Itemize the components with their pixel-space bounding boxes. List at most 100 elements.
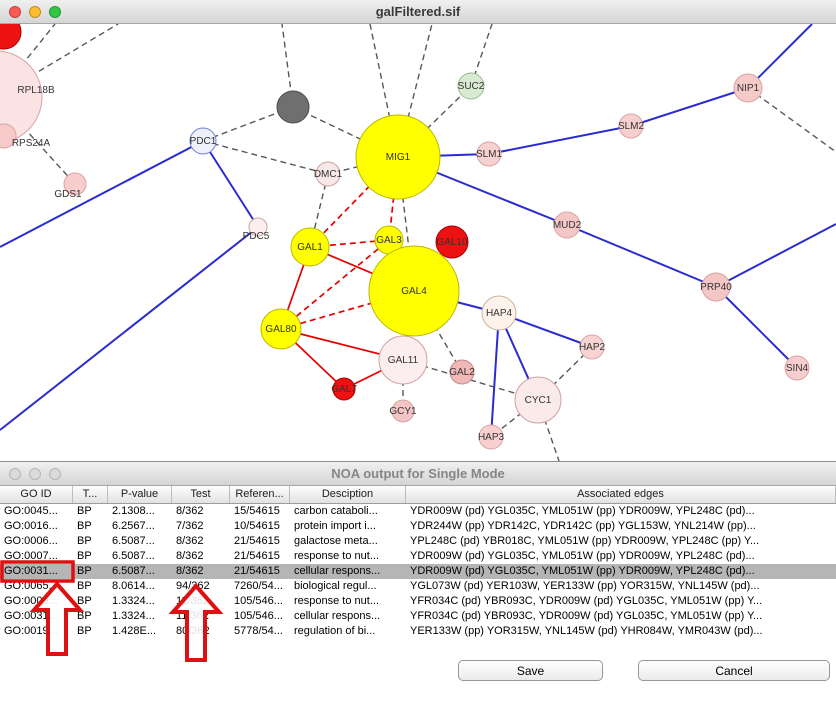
table-cell[interactable]: galactose meta... — [294, 535, 378, 547]
network-node-edge-red-node[interactable] — [0, 24, 22, 50]
table-cell[interactable]: BP — [77, 580, 92, 592]
table-cell[interactable]: YPL248C (pd) YBR018C, YML051W (pp) YDR00… — [410, 535, 760, 547]
table-cell[interactable]: 1.3324... — [112, 595, 155, 607]
zoom-button[interactable] — [49, 5, 61, 18]
network-edge[interactable] — [715, 286, 798, 369]
table-cell[interactable]: GO:0031... — [4, 610, 58, 622]
table-cell[interactable]: 6.5087... — [112, 565, 155, 577]
zoom-button[interactable] — [49, 467, 61, 480]
network-node-PRP40[interactable] — [701, 272, 731, 302]
table-cell[interactable]: GO:0065... — [4, 580, 58, 592]
table-cell[interactable]: cellular respons... — [294, 565, 381, 577]
network-node-DMC1[interactable] — [315, 161, 341, 187]
table-cell[interactable]: 1.3324... — [112, 610, 155, 622]
network-node-MUD2[interactable] — [553, 211, 581, 239]
network-edge[interactable] — [488, 125, 632, 155]
table-cell[interactable]: 7260/54... — [234, 580, 283, 592]
save-button[interactable]: Save — [458, 660, 603, 681]
network-node-GDS1[interactable] — [63, 172, 87, 196]
network-edge[interactable] — [280, 239, 390, 330]
minimize-button[interactable] — [29, 467, 41, 480]
network-node-MIG1[interactable] — [355, 114, 441, 200]
table-cell[interactable]: GO:0016... — [4, 520, 58, 532]
table-cell[interactable]: 10/54615 — [234, 520, 280, 532]
network-edge[interactable] — [566, 224, 717, 288]
table-cell[interactable]: protein import i... — [294, 520, 376, 532]
network-node-dark-node[interactable] — [276, 90, 310, 124]
network-window-titlebar[interactable]: galFiltered.sif — [0, 0, 836, 24]
network-node-GAL11[interactable] — [378, 335, 428, 385]
table-cell[interactable]: YDR009W (pd) YGL035C, YML051W (pp) YDR00… — [410, 550, 755, 562]
network-edge[interactable] — [202, 140, 259, 228]
network-edge[interactable] — [0, 140, 204, 248]
table-cell[interactable]: YGL073W (pd) YER103W, YER133W (pp) YOR31… — [410, 580, 760, 592]
table-cell[interactable]: cellular respons... — [294, 610, 381, 622]
network-node-HAP4[interactable] — [481, 295, 517, 331]
table-cell[interactable]: 6.5087... — [112, 550, 155, 562]
table-cell[interactable]: BP — [77, 550, 92, 562]
table-cell[interactable]: YDR244W (pp) YDR142C, YDR142C (pp) YGL15… — [410, 520, 756, 532]
network-node-CYC1[interactable] — [514, 376, 562, 424]
table-cell[interactable]: biological regul... — [294, 580, 377, 592]
table-cell[interactable]: YFR034C (pd) YBR093C, YDR009W (pd) YGL03… — [410, 610, 763, 622]
close-button[interactable] — [9, 5, 21, 18]
table-cell[interactable]: 6.5087... — [112, 535, 155, 547]
noa-window-titlebar[interactable]: NOA output for Single Mode — [0, 462, 836, 486]
table-cell[interactable]: 105/546... — [234, 610, 283, 622]
table-cell[interactable]: YDR009W (pd) YGL035C, YML051W (pp) YDR00… — [410, 565, 755, 577]
network-edge[interactable] — [0, 226, 259, 431]
network-node-GAL10[interactable] — [435, 225, 469, 259]
network-node-RPL18B[interactable] — [0, 50, 43, 144]
table-cell[interactable]: 8.0614... — [112, 580, 155, 592]
table-cell[interactable]: BP — [77, 505, 92, 517]
table-cell[interactable]: BP — [77, 565, 92, 577]
table-cell[interactable]: 15/54615 — [234, 505, 280, 517]
table-cell[interactable]: 8/362 — [176, 535, 204, 547]
table-cell[interactable]: BP — [77, 610, 92, 622]
network-node-NIP1[interactable] — [733, 73, 763, 103]
table-cell[interactable]: 80/362 — [176, 625, 210, 637]
network-edge[interactable] — [630, 87, 749, 127]
table-cell[interactable]: 11/362 — [176, 595, 209, 607]
table-cell[interactable]: GO:0045... — [4, 505, 58, 517]
table-cell[interactable]: BP — [77, 520, 92, 532]
table-cell[interactable]: 6.2567... — [112, 520, 155, 532]
table-row[interactable]: GO:0065... BP 8.0614... 94/362 7260/54... bio… — [0, 579, 836, 594]
table-cell[interactable]: 21/54615 — [234, 535, 280, 547]
column-header-0[interactable]: GO ID — [0, 486, 73, 503]
table-cell[interactable]: response to nut... — [294, 550, 379, 562]
column-header-1[interactable]: T... — [73, 486, 108, 503]
table-cell[interactable]: YDR009W (pd) YGL035C, YML051W (pp) YDR00… — [410, 505, 755, 517]
table-cell[interactable]: GO:0006... — [4, 535, 58, 547]
table-cell[interactable]: 8/362 — [176, 565, 204, 577]
network-node-SLM2[interactable] — [618, 113, 644, 139]
network-edge[interactable] — [747, 24, 813, 89]
table-cell[interactable]: 8/362 — [176, 505, 204, 517]
table-cell[interactable]: 5778/54... — [234, 625, 283, 637]
table-cell[interactable]: regulation of bi... — [294, 625, 376, 637]
table-cell[interactable]: 94/362 — [176, 580, 210, 592]
network-edge[interactable] — [397, 85, 472, 158]
table-cell[interactable]: 11/362 — [176, 610, 209, 622]
table-row[interactable]: GO:0031... BP 1.3324... 11/362 105/546... cel… — [0, 609, 836, 624]
table-cell[interactable]: 21/54615 — [234, 550, 280, 562]
column-header-6[interactable]: Associated edges — [406, 486, 836, 503]
table-cell[interactable]: 2.1308... — [112, 505, 155, 517]
network-node-PDC1[interactable] — [189, 127, 217, 155]
cancel-button[interactable]: Cancel — [638, 660, 830, 681]
network-edge[interactable] — [747, 87, 836, 153]
column-header-2[interactable]: P-value — [108, 486, 172, 503]
network-node-PDC5[interactable] — [248, 217, 268, 237]
minimize-button[interactable] — [29, 5, 41, 18]
table-cell[interactable]: GO:0009... — [4, 595, 58, 607]
table-cell[interactable]: BP — [77, 595, 92, 607]
table-cell[interactable]: YFR034C (pd) YBR093C, YDR009W (pd) YGL03… — [410, 595, 763, 607]
network-node-GCY1[interactable] — [391, 399, 415, 423]
network-edge[interactable] — [490, 312, 500, 438]
